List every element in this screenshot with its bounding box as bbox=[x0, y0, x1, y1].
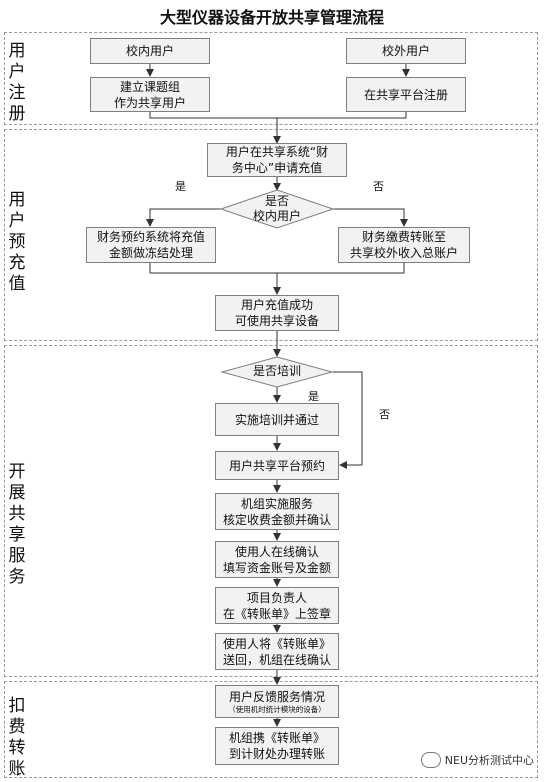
lane-register bbox=[4, 32, 538, 125]
lane-label-prepay: 用户预充值 bbox=[8, 190, 26, 294]
lane-label-service: 开展共享服务 bbox=[8, 462, 26, 587]
node-feedback: 用户反馈服务情况（使用机时统计模块的设备） bbox=[215, 685, 339, 718]
decision-training-label: 是否培训 bbox=[252, 364, 301, 378]
branch-training-yes-label: 是 bbox=[308, 390, 319, 403]
node-return-slip: 使用人将《转账单》送回，机组在线确认 bbox=[215, 633, 339, 670]
node-transfer-income: 财务缴费转账至共享校外收入总账户 bbox=[338, 227, 470, 263]
node-online-confirm: 使用人在线确认填写资金账号及金额 bbox=[215, 541, 339, 578]
lane-deduct bbox=[4, 681, 538, 778]
node-create-group: 建立课题组作为共享用户 bbox=[90, 77, 210, 112]
lane-service bbox=[4, 345, 538, 677]
wechat-icon bbox=[420, 752, 441, 768]
lane-prepay bbox=[4, 129, 538, 341]
node-apply-recharge: 用户在共享系统“财务中心”申请充值 bbox=[207, 143, 347, 177]
node-training: 实施培训并通过 bbox=[215, 403, 339, 436]
page-title: 大型仪器设备开放共享管理流程 bbox=[159, 8, 384, 27]
branch-yes-label: 是 bbox=[175, 180, 186, 193]
decision-internal-user bbox=[219, 189, 335, 229]
watermark: NEU分析测试中心 bbox=[420, 752, 534, 768]
branch-training-no-label: 否 bbox=[379, 408, 390, 421]
feedback-note: （使用机时统计模块的设备） bbox=[228, 704, 326, 714]
node-sign-slip: 项目负责人在《转账单》上签章 bbox=[215, 587, 339, 624]
node-confirm-fee: 机组实施服务核定收费金额并确认 bbox=[215, 493, 339, 530]
node-freeze-amount: 财务预约系统将充值金额做冻结处理 bbox=[86, 227, 216, 263]
node-platform-register: 在共享平台注册 bbox=[346, 77, 466, 112]
branch-no-label: 否 bbox=[373, 180, 384, 193]
node-recharge-success: 用户充值成功可使用共享设备 bbox=[215, 295, 339, 331]
node-booking: 用户共享平台预约 bbox=[215, 451, 339, 480]
node-external-user: 校外用户 bbox=[346, 38, 466, 64]
lane-label-register: 用户注册 bbox=[8, 41, 26, 124]
node-handle-transfer: 机组携《转账单》到计财处办理转账 bbox=[215, 727, 339, 765]
decision-training bbox=[220, 356, 334, 388]
lane-label-deduct: 扣费转账 bbox=[8, 696, 26, 779]
node-internal-user: 校内用户 bbox=[90, 38, 210, 64]
decision-internal-user-label: 是否 校内用户 bbox=[252, 194, 301, 223]
